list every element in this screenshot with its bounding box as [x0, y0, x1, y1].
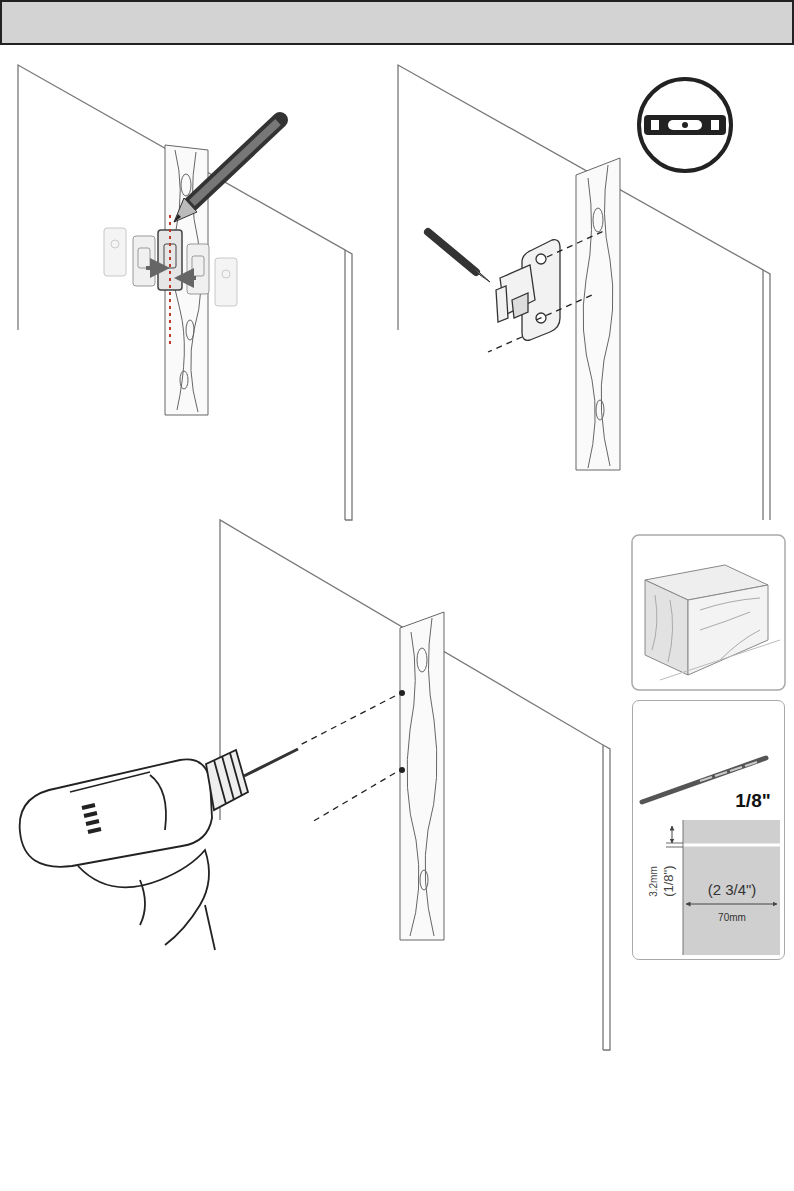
wall-panel-2	[398, 65, 770, 520]
wall-panel-1	[18, 65, 352, 520]
drill-bit-size: 1/8"	[735, 791, 770, 812]
dimension-label: 70mm	[718, 912, 746, 923]
dimension-label: (1/8")	[662, 865, 676, 896]
dimension-label: (2 3/4")	[708, 882, 757, 899]
power-drill	[20, 749, 298, 950]
drill-bit-inset	[642, 758, 780, 955]
pencil-2	[428, 232, 490, 282]
wall-panel-3	[220, 520, 610, 1050]
drill-holes	[300, 690, 405, 822]
header-bar	[1, 1, 793, 44]
stud-finder-steps	[104, 215, 237, 345]
pencil-1	[174, 120, 280, 222]
level-icon	[639, 79, 731, 171]
dimension-label: 3.2mm	[648, 866, 659, 897]
lumber-inset	[632, 535, 785, 690]
stud-2	[576, 158, 620, 470]
inset-panel: 1/8" (1/8")3.2mm (2 3/4") 70mm	[632, 700, 785, 960]
guide-lines-2	[488, 230, 606, 352]
stud-3	[400, 612, 444, 940]
